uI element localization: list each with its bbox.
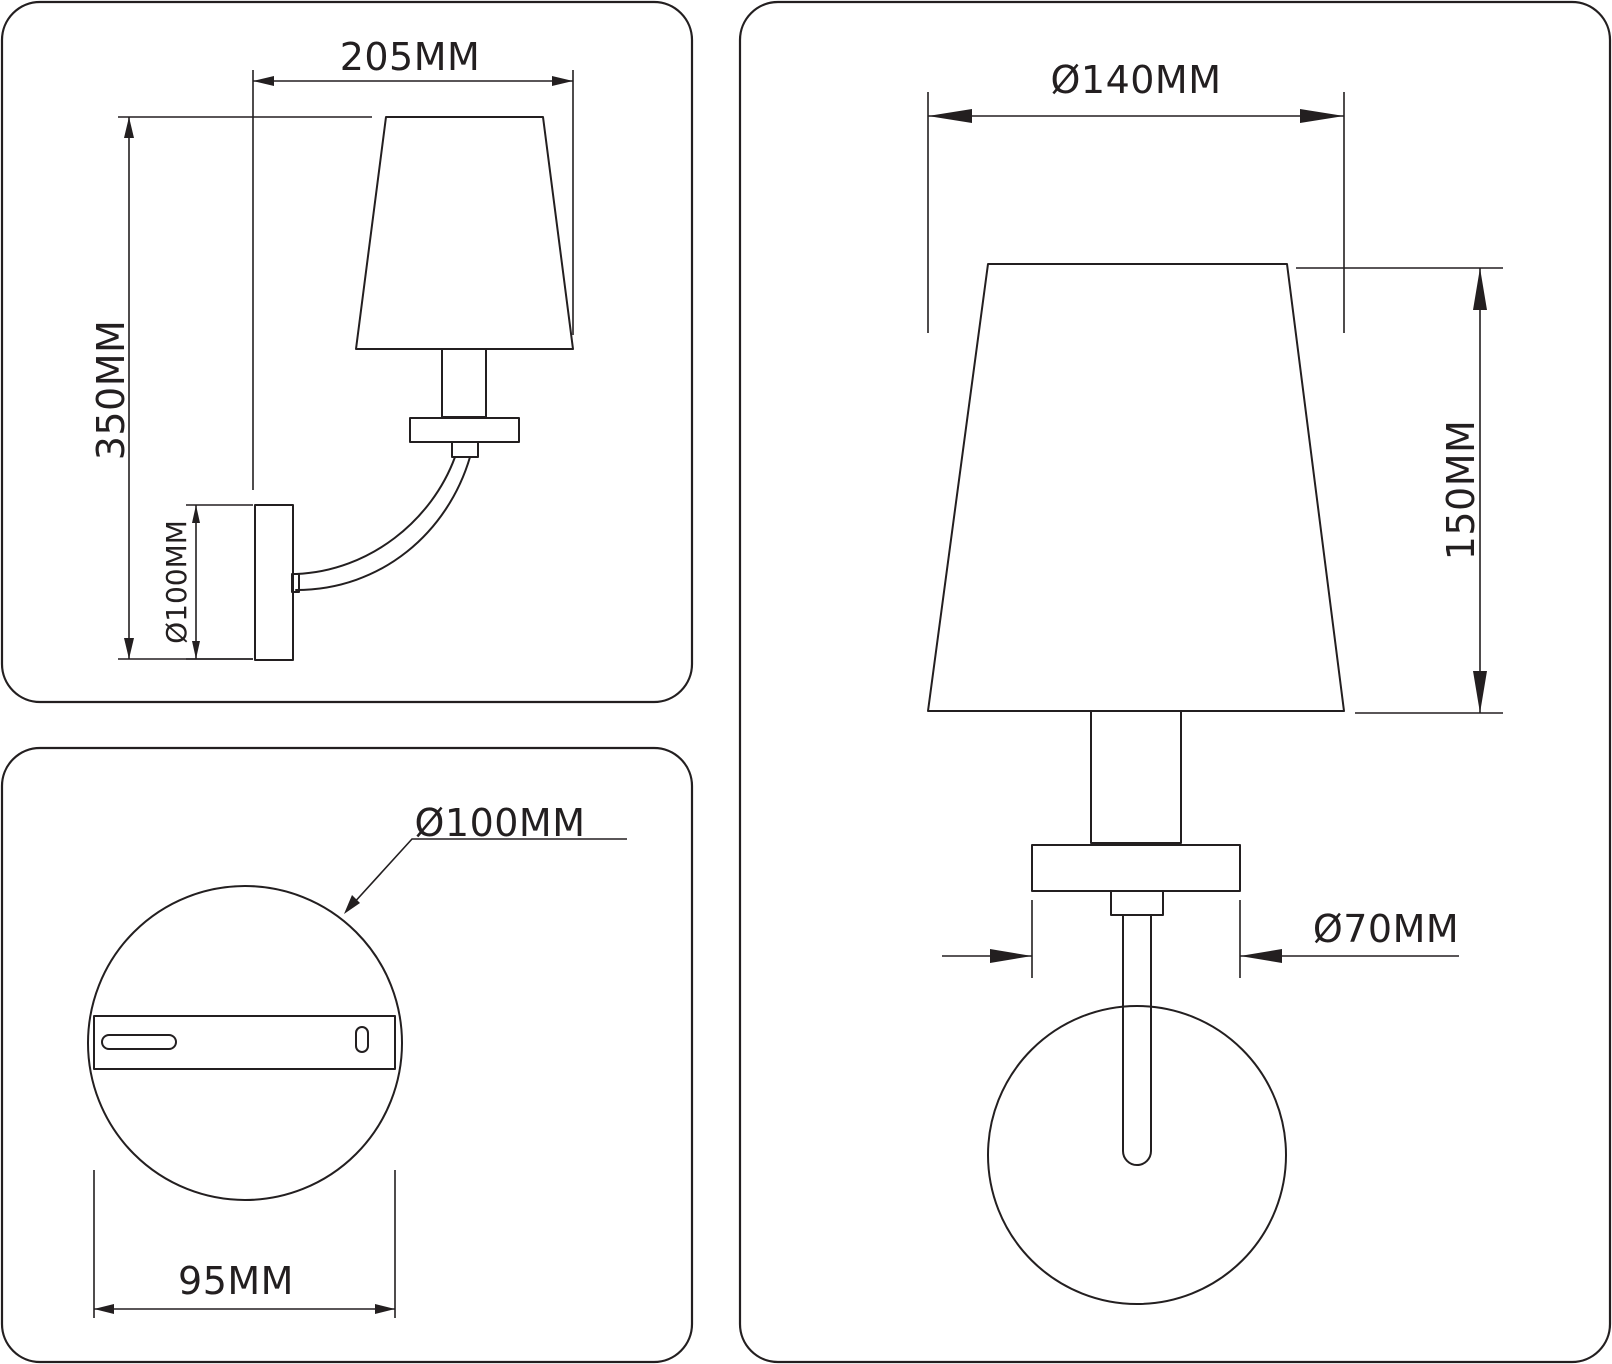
base-view-panel: Ø100MM 95MM — [0, 746, 694, 1364]
mounting-bar — [93, 1015, 396, 1070]
base-plate-circle — [87, 885, 403, 1201]
side-height-label: 350MM — [89, 320, 133, 461]
front-socket — [1110, 890, 1164, 916]
front-view-panel: Ø140MM 150MM Ø70MM — [738, 0, 1612, 1364]
side-lamp-outline — [254, 116, 574, 661]
base-width-dimension: 95MM — [93, 1170, 396, 1318]
base-width-label: 95MM — [178, 1259, 294, 1303]
side-base-label: Ø100MM — [160, 520, 193, 644]
side-view-frame — [0, 0, 694, 704]
side-socket — [451, 441, 479, 458]
side-neck — [441, 348, 487, 418]
front-lamp-outline — [927, 263, 1345, 1305]
front-neck — [1090, 710, 1182, 844]
shade-height-label: 150MM — [1439, 420, 1483, 561]
side-wall-plate — [254, 504, 294, 661]
shade-diameter-label: Ø140MM — [1050, 58, 1221, 102]
mounting-hole — [355, 1026, 369, 1053]
side-base-dimension: Ø100MM — [160, 504, 253, 660]
side-height-dimension: 350MM — [89, 116, 372, 660]
base-diameter-dimension: Ø100MM — [344, 801, 627, 914]
holder-diameter-label: Ø70MM — [1313, 907, 1459, 951]
side-shade — [355, 116, 574, 350]
base-diameter-label: Ø100MM — [414, 801, 585, 845]
side-cup — [409, 417, 520, 443]
holder-diameter-dimension: Ø70MM — [942, 900, 1459, 978]
side-width-dimension: 205MM — [252, 35, 574, 490]
shade-diameter-dimension: Ø140MM — [927, 58, 1345, 333]
mounting-slot — [101, 1034, 177, 1050]
front-wall-plate — [987, 1005, 1287, 1305]
base-plate-drawing — [87, 885, 403, 1201]
side-width-label: 205MM — [340, 35, 481, 79]
shade-height-dimension: 150MM — [1296, 267, 1503, 714]
front-view-frame — [738, 0, 1612, 1364]
front-cup — [1031, 844, 1241, 892]
side-view-panel: 205MM 350MM Ø100MM — [0, 0, 694, 704]
front-shade — [927, 263, 1345, 712]
front-arm — [1122, 914, 1152, 1166]
side-arm — [295, 456, 471, 591]
base-view-frame — [0, 746, 694, 1364]
